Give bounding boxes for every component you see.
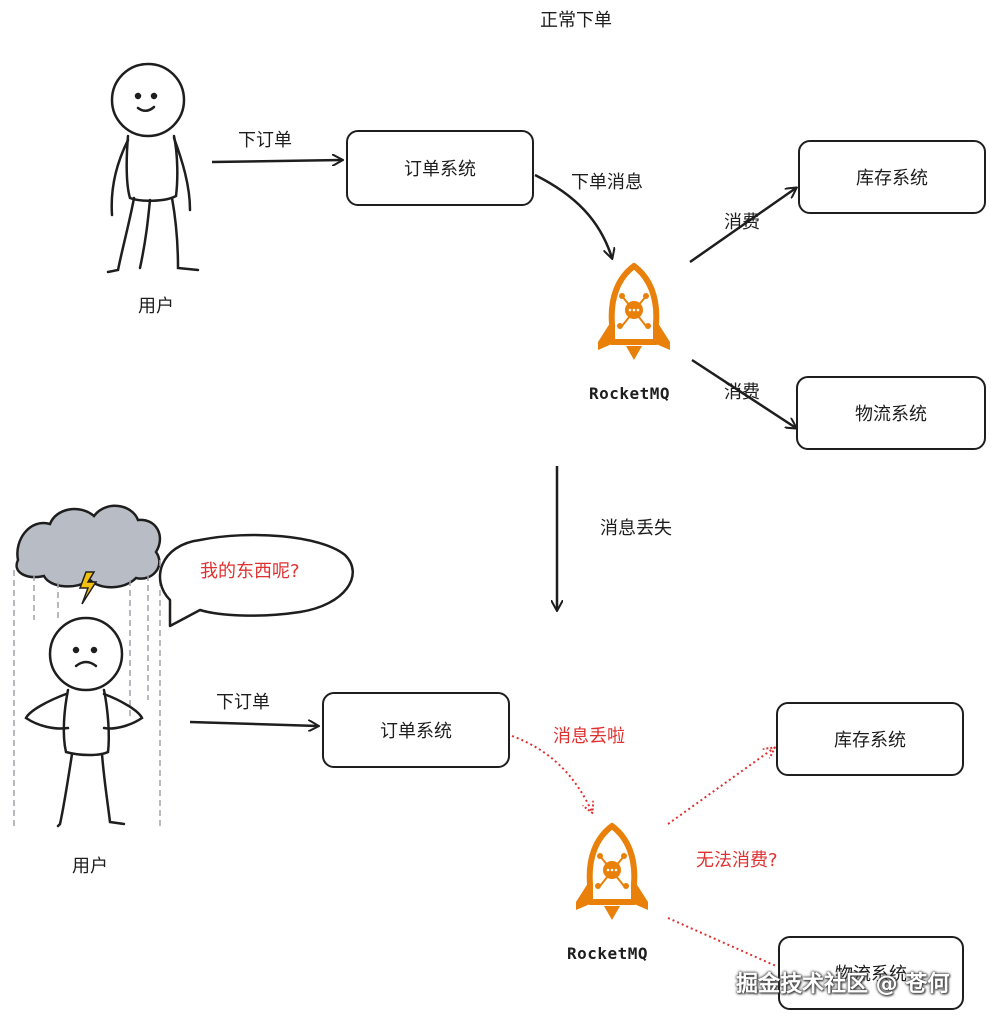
rocketmq-label-top: RocketMQ (589, 384, 671, 403)
message-lost-label: 消息丢失 (600, 518, 672, 539)
consume-arrow-logistics (691, 358, 796, 428)
inventory-system-box-bottom: 库存系统 (776, 702, 964, 776)
consume-label-1: 消费 (724, 212, 760, 233)
speech-bubble (158, 533, 354, 628)
consume-arrow-inventory (689, 188, 796, 264)
rain-lines (13, 560, 161, 826)
failed-consume-line-logistics (667, 917, 777, 967)
lost-message-label: 消息丢啦 (553, 726, 625, 747)
order-system-box-top: 订单系统 (346, 130, 534, 206)
order-action-label-bottom: 下订单 (216, 692, 270, 713)
order-arrow-bottom (189, 722, 318, 726)
rocketmq-label-bottom: RocketMQ (567, 944, 649, 963)
inventory-system-box-top: 库存系统 (798, 140, 986, 214)
order-arrow-top (211, 160, 342, 162)
watermark: 掘金技术社区 @ 苍何 (736, 972, 950, 997)
user-label-bottom: 用户 (72, 856, 108, 877)
order-system-box-bottom: 订单系统 (322, 692, 510, 768)
rocketmq-logo-top (598, 266, 670, 360)
cannot-consume-label: 无法消费? (696, 850, 778, 871)
rocketmq-logo-bottom (576, 826, 648, 920)
order-action-label-top: 下订单 (238, 130, 292, 151)
logistics-system-box-top: 物流系统 (796, 376, 986, 450)
logistics-system-box-bottom: 物流系统 (778, 936, 964, 1010)
happy-user-figure (106, 62, 200, 274)
diagram-title: 正常下单 (540, 10, 612, 31)
storm-cloud-icon (15, 504, 162, 605)
send-message-label: 下单消息 (571, 172, 643, 193)
failed-consume-arrow-inventory (667, 748, 774, 825)
lost-message-arrow (511, 735, 592, 812)
user-label-top: 用户 (138, 296, 174, 317)
consume-label-2: 消费 (724, 382, 760, 403)
sad-user-figure (24, 616, 144, 828)
send-message-arrow (534, 173, 612, 258)
speech-text: 我的东西呢? (200, 561, 300, 582)
